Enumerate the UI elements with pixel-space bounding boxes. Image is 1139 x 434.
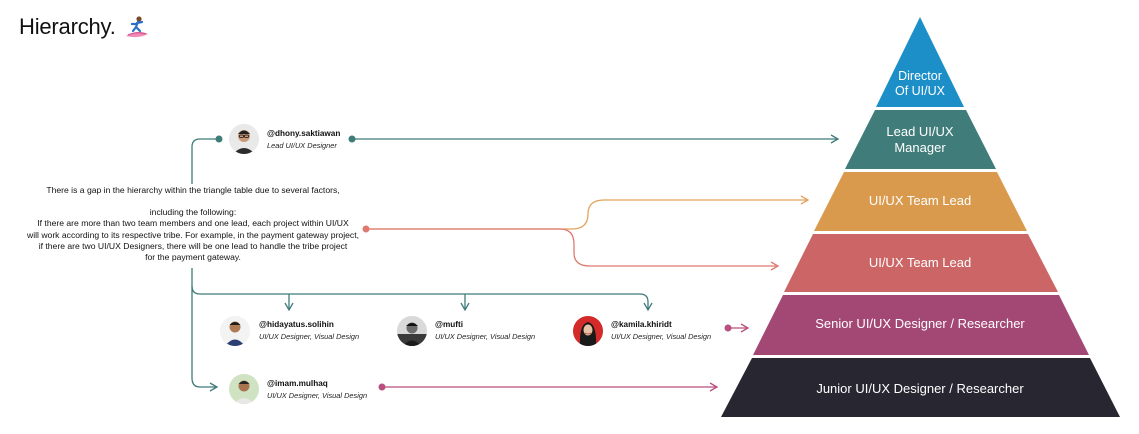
description-line: including the following: bbox=[149, 207, 237, 218]
level-team-lead-a bbox=[814, 172, 1027, 231]
description-line: for the payment gateway. bbox=[145, 252, 241, 263]
person-role: Lead UI/UX Designer bbox=[267, 141, 337, 150]
level-label-line: Manager bbox=[894, 140, 946, 155]
person-mufti: @mufti UI/UX Designer, Visual Design bbox=[435, 320, 535, 341]
arrow-to-team-lead-b bbox=[368, 228, 780, 271]
person-handle: @hidayatus.solihin bbox=[259, 320, 334, 329]
level-team-lead-a-label: UI/UX Team Lead bbox=[868, 193, 972, 208]
level-label-line: Lead UI/UX bbox=[886, 124, 954, 139]
person-handle: @mufti bbox=[435, 320, 463, 329]
person-role: UI/UX Designer, Visual Design bbox=[435, 332, 536, 341]
description-line: will work according to its respective tr… bbox=[27, 229, 359, 240]
level-label-line: Director bbox=[898, 69, 942, 83]
surfer-emoji-icon bbox=[126, 16, 148, 38]
person-role: UI/UX Designer, Visual Design bbox=[267, 391, 368, 400]
level-lead-manager bbox=[845, 110, 996, 169]
person-handle: @imam.mulhaq bbox=[267, 379, 328, 388]
person-hidayatus: @hidayatus.solihin UI/UX Designer, Visua… bbox=[259, 320, 359, 341]
connector-dot bbox=[215, 135, 223, 143]
person-role: UI/UX Designer, Visual Design bbox=[611, 332, 712, 341]
level-director bbox=[876, 17, 964, 107]
level-team-lead-b bbox=[784, 234, 1058, 292]
bracket-connector bbox=[191, 138, 653, 392]
page-title: Hierarchy. bbox=[19, 14, 116, 39]
level-junior bbox=[721, 358, 1120, 417]
person-imam: @imam.mulhaq UI/UX Designer, Visual Desi… bbox=[267, 379, 367, 400]
avatar-hidayatus bbox=[220, 316, 250, 346]
description-line: If there are more than two team members … bbox=[37, 218, 349, 229]
description-line: if there are two UI/UX Designers, there … bbox=[38, 240, 348, 251]
level-lead-manager-label: Lead UI/UX Manager bbox=[855, 124, 985, 156]
avatar-dhony bbox=[229, 124, 259, 154]
person-kamila: @kamila.khiridt UI/UX Designer, Visual D… bbox=[611, 320, 711, 341]
level-senior-label: Senior UI/UX Designer / Researcher bbox=[815, 316, 1025, 331]
person-dhony: @dhony.saktiawan Lead UI/UX Designer bbox=[267, 129, 340, 150]
person-handle: @dhony.saktiawan bbox=[267, 129, 341, 138]
arrow-to-team-lead-a bbox=[368, 195, 810, 230]
level-team-lead-b-label: UI/UX Team Lead bbox=[868, 255, 972, 270]
level-senior bbox=[753, 295, 1089, 355]
description-line: There is a gap in the hierarchy within t… bbox=[46, 185, 340, 195]
person-handle: @kamila.khiridt bbox=[611, 320, 672, 329]
avatar-kamila bbox=[573, 316, 603, 346]
level-director-label: Director Of UI/UX bbox=[870, 69, 970, 99]
avatar-imam bbox=[229, 374, 259, 404]
connector-dot bbox=[362, 225, 370, 233]
level-label-line: Of UI/UX bbox=[894, 84, 945, 98]
person-role: UI/UX Designer, Visual Design bbox=[259, 332, 360, 341]
level-junior-label: Junior UI/UX Designer / Researcher bbox=[816, 381, 1024, 396]
avatar-mufti bbox=[397, 316, 427, 346]
hierarchy-description: There is a gap in the hierarchy within t… bbox=[18, 185, 368, 263]
